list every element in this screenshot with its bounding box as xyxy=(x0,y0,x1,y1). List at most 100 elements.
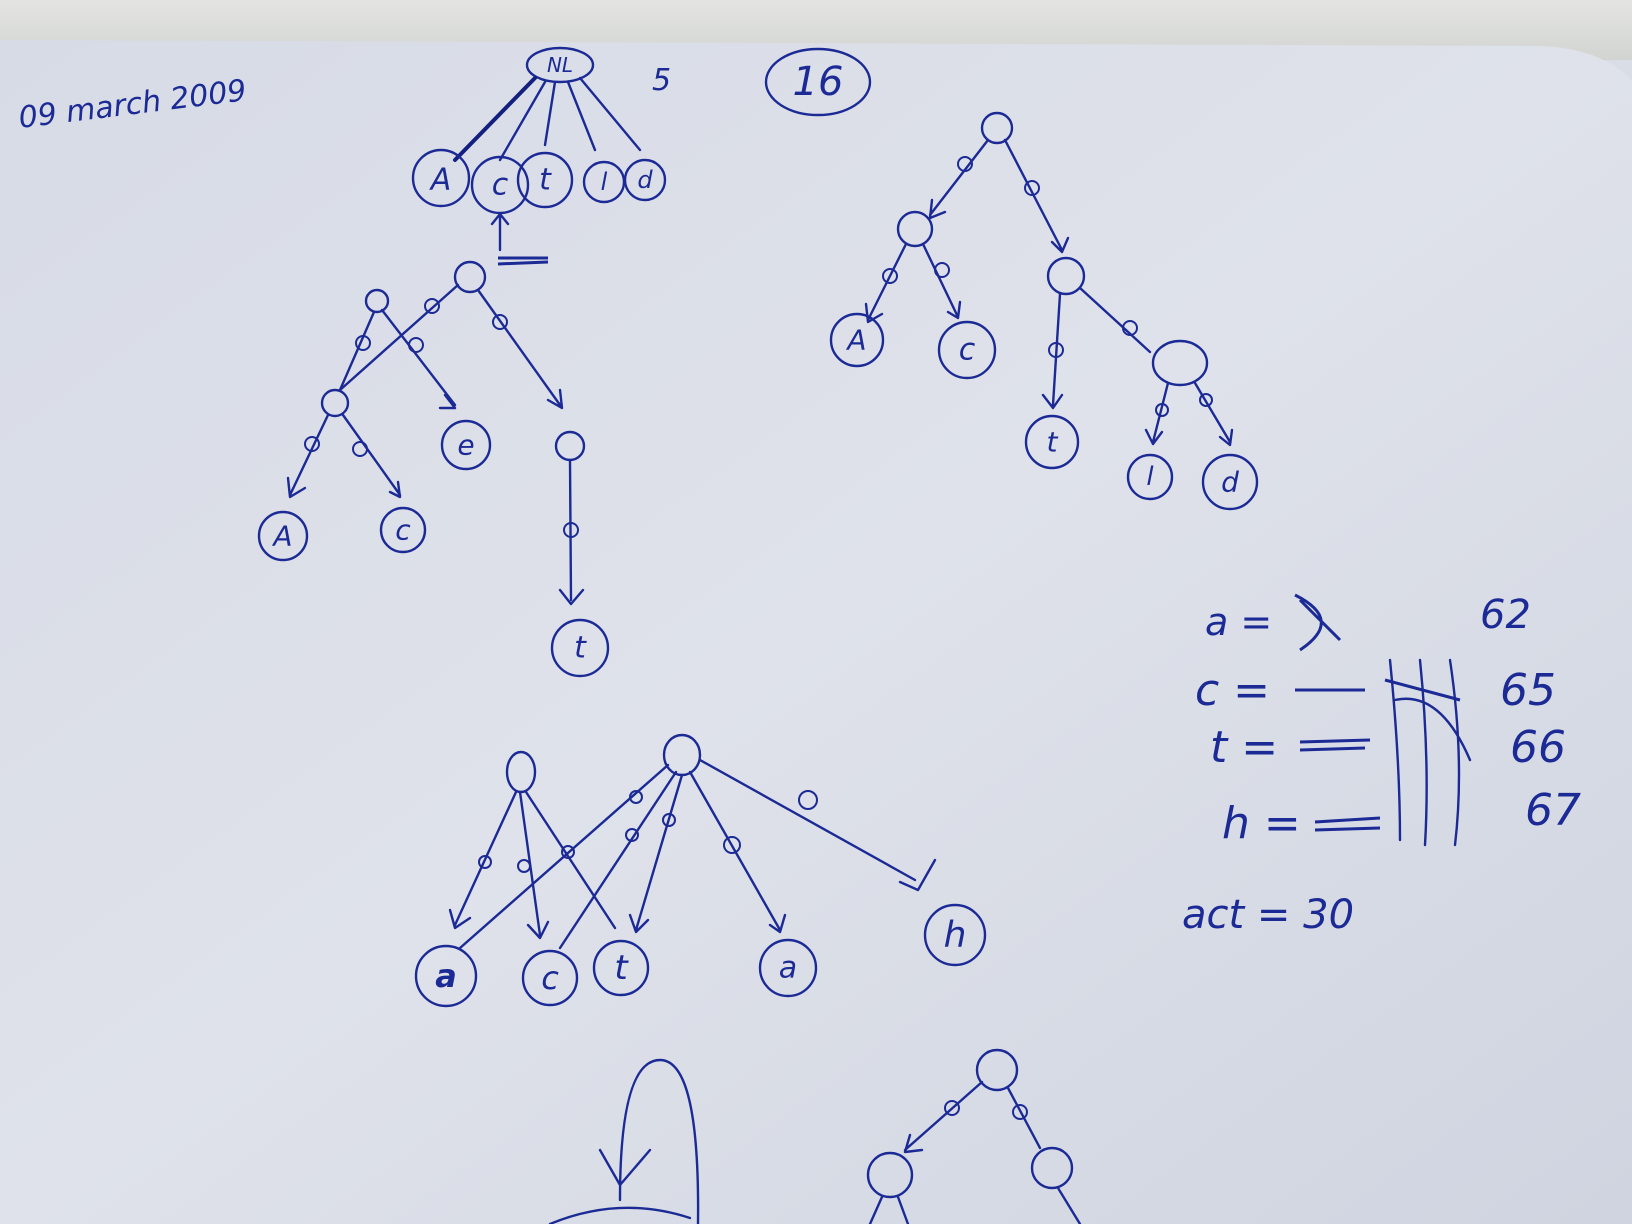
tree-left-leaf-node xyxy=(440,419,492,471)
table-value: 62 xyxy=(1480,592,1531,638)
scribble xyxy=(1388,658,1472,847)
paper-sheet xyxy=(0,40,1632,1224)
tree-bottom-leaf-label: a xyxy=(435,957,457,995)
tree-left-edge xyxy=(476,288,564,410)
tree-bottom-edge-marker xyxy=(723,836,741,854)
tree-bottom-leaf-node xyxy=(923,903,987,967)
tree-bottom-edge-marker xyxy=(798,790,818,810)
tree-right-leaf-node xyxy=(1126,453,1174,501)
tree-top-root-node xyxy=(525,46,595,84)
tree-top-leaf-node xyxy=(411,148,471,208)
tree-bottom-edge xyxy=(524,790,617,930)
tree-bottom-edge-marker xyxy=(625,828,639,842)
tree-left-edge-marker xyxy=(304,436,320,452)
tree-right-leaf-label: t xyxy=(1047,426,1059,459)
scribble xyxy=(1294,593,1342,652)
partial-loop xyxy=(548,1206,692,1224)
tree-bottom-leaf-node xyxy=(521,949,579,1007)
tree-right-edge-marker xyxy=(957,156,973,172)
tree-right-edge xyxy=(1193,381,1234,447)
tree-bottom-leaf-label: t xyxy=(614,948,629,988)
tree-partial-root-node xyxy=(975,1048,1019,1092)
tree-right-edge xyxy=(921,242,962,320)
tree-top-root-label: NL xyxy=(547,53,573,77)
tree-bottom-leaf-label: a xyxy=(779,951,797,986)
scribble xyxy=(1299,738,1371,752)
tree-bottom-leaf-node xyxy=(414,944,478,1008)
tree-top-leaf-label: t xyxy=(539,163,552,198)
tree-bottom-edge xyxy=(558,770,678,950)
tree-left-leaf-label: A xyxy=(271,520,292,553)
tree-bottom-edge xyxy=(448,790,518,930)
tree-bottom-edge xyxy=(698,758,937,892)
circled-number-ring xyxy=(764,47,872,117)
tree-right-edge-marker xyxy=(934,262,950,278)
tree-left-node xyxy=(320,388,350,418)
tree-top-leaf-node xyxy=(623,158,667,202)
table-letter: h = xyxy=(1222,798,1301,849)
code-table: a = 62 c = 65 t = 66 h = 67 act = 30 xyxy=(1182,592,1581,938)
tree-partial-node xyxy=(1030,1146,1074,1190)
tree-left-edge xyxy=(341,413,402,499)
table-value: 67 xyxy=(1525,785,1581,836)
tree-left-leaf-node xyxy=(257,510,309,562)
tree-bottom-leaf-label: c xyxy=(541,959,559,997)
tree-partial-edge-marker xyxy=(1012,1104,1028,1120)
tree-right-leaf-label: d xyxy=(1221,466,1239,499)
tree-right-edge-marker xyxy=(1122,320,1138,336)
tree-left-edge-marker xyxy=(352,441,368,457)
tree-left-edge xyxy=(338,310,376,392)
tree-right-leaf-node xyxy=(937,320,997,380)
partial-loop xyxy=(618,1058,700,1224)
tree-left-edge xyxy=(380,308,457,410)
tree-right-edge-marker xyxy=(1155,403,1169,417)
tree-partial-node xyxy=(866,1151,914,1199)
tree-left-edge-marker xyxy=(563,522,579,538)
table-letter: a = xyxy=(1205,600,1272,644)
tree-partial-edge xyxy=(903,1080,984,1154)
tree-partial-edge xyxy=(868,1186,1082,1224)
tree-left-edge-marker xyxy=(408,337,424,353)
tree-bottom-edge-marker xyxy=(629,790,643,804)
tree-right-edge xyxy=(928,138,990,220)
tree-right-leaf-label: A xyxy=(845,324,866,357)
tree-bottom-edge xyxy=(458,763,670,950)
tree-left: A c e t xyxy=(257,260,610,678)
tree-top-edge xyxy=(453,76,537,162)
tree-right-edge xyxy=(1078,286,1152,354)
tree-left-leaf-node xyxy=(550,618,610,678)
tree-top-leaf-label: A xyxy=(429,163,452,198)
partial-drawings xyxy=(548,1048,1082,1224)
tree-left-leaf-label: c xyxy=(395,514,411,547)
tree-bottom: a c t a h xyxy=(414,733,987,1008)
tree-bottom-leaf-node xyxy=(592,939,650,997)
tree-bottom-edge-marker xyxy=(478,855,492,869)
tree-right-edge xyxy=(1041,292,1064,410)
tree-bottom-leaf-node xyxy=(758,938,818,998)
tree-right-edge xyxy=(1144,381,1170,446)
scribble xyxy=(497,256,549,266)
scribble xyxy=(1314,816,1381,832)
tree-left-edge-marker xyxy=(424,298,440,314)
table-letter: c = xyxy=(1195,665,1270,716)
tree-bottom-edge xyxy=(688,770,787,934)
partial-arrow xyxy=(598,1148,652,1187)
tree-right-leaf-node xyxy=(829,312,885,368)
tree-right-edge-marker xyxy=(1048,342,1064,358)
tree-right-leaf-label: c xyxy=(959,333,976,368)
tree-right-root-node xyxy=(980,111,1014,145)
tree-top: NL A c t l d xyxy=(411,46,667,266)
tree-right-edge-marker xyxy=(1024,180,1040,196)
table-value: 65 xyxy=(1500,665,1556,716)
tree-left-node xyxy=(364,288,390,314)
tree-left-leaf-node xyxy=(379,506,427,554)
tree-partial-edge-marker xyxy=(944,1100,960,1116)
table-value: 66 xyxy=(1510,722,1566,773)
tree-bottom-edge-marker xyxy=(517,859,531,873)
tree-left-root-node xyxy=(453,260,487,294)
tree-bottom-edge xyxy=(628,773,684,934)
tree-left-edge xyxy=(558,458,585,606)
tree-top-edges xyxy=(498,76,642,162)
tree-right-node xyxy=(896,210,934,248)
tree-right-edge-marker xyxy=(882,268,898,284)
